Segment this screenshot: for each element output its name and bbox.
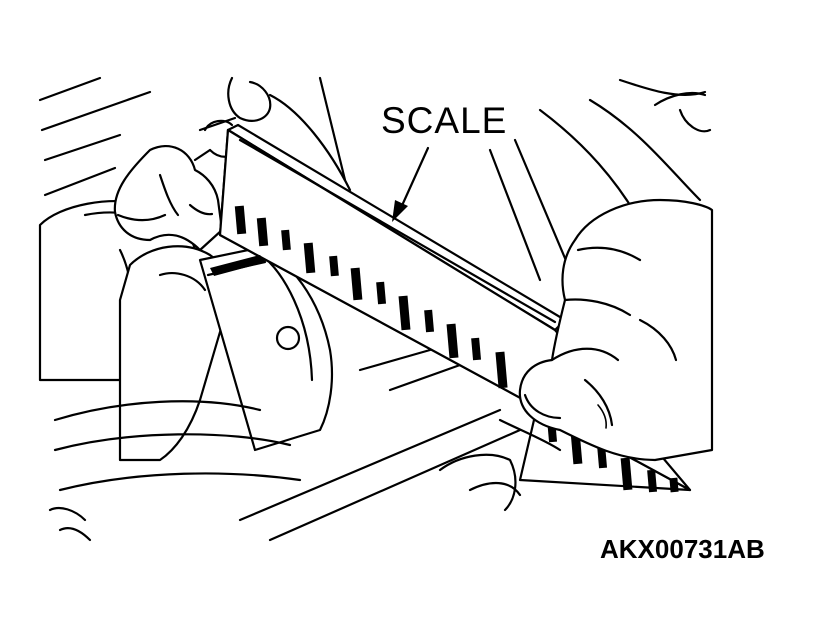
- figure-code: AKX00731AB: [600, 534, 765, 564]
- callout-leader: [392, 146, 430, 222]
- lower-parts: [438, 418, 562, 512]
- scale-callout-label: SCALE: [381, 100, 508, 141]
- callout-arrowhead: [392, 200, 408, 222]
- scale-graduations: [234, 205, 679, 493]
- right-hand: [518, 198, 714, 462]
- oil-hole: [275, 325, 301, 351]
- left-hand: [113, 145, 224, 252]
- crankshaft: [38, 199, 522, 542]
